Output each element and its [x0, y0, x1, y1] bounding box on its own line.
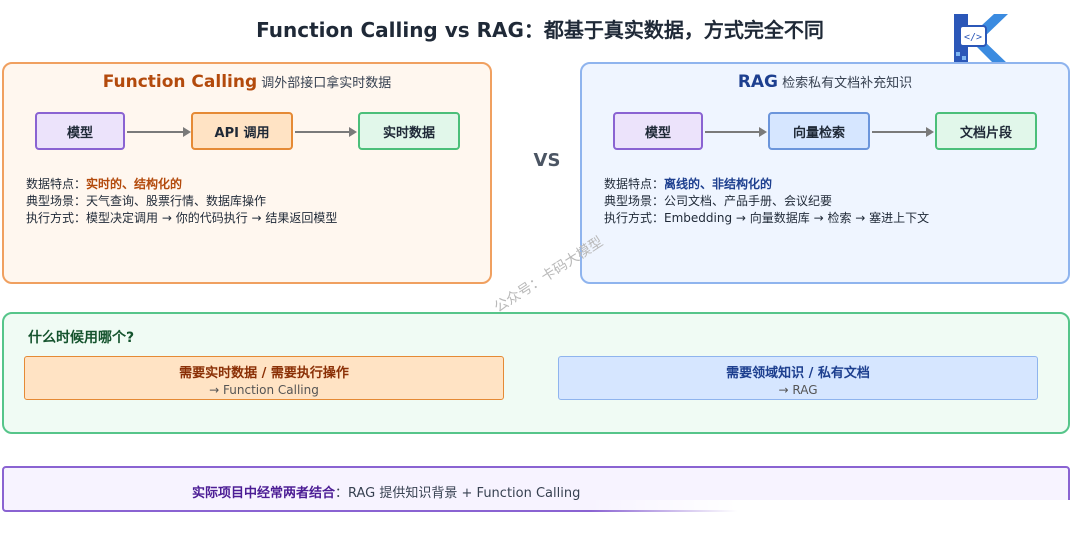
rag-header: RAG 检索私有文档补充知识	[582, 72, 1068, 92]
combination-main: 实际项目中经常两者结合	[192, 486, 336, 501]
rag-arrow-2	[872, 127, 934, 137]
fc-arrow-1	[127, 127, 191, 137]
fc-execution-value: 模型决定调用 → 你的代码执行 → 结果返回模型	[86, 211, 338, 225]
fc-scenarios-value: 天气查询、股票行情、数据库操作	[86, 194, 267, 208]
fc-node-model: 模型	[35, 112, 125, 150]
choice-function-calling: 需要实时数据 / 需要执行操作 → Function Calling	[24, 356, 504, 400]
rag-arrow-1	[705, 127, 767, 137]
fc-scenarios-label: 典型场景：	[26, 194, 87, 208]
combination-rest: ：RAG 提供知识背景 + Function Calling	[335, 486, 581, 501]
rag-scenarios-value: 公司文档、产品手册、会议纪要	[664, 194, 833, 208]
bottom-fade-overlay	[590, 500, 1080, 530]
function-calling-header: Function Calling 调外部接口拿实时数据	[4, 72, 490, 92]
rag-features-label: 数据特点：	[604, 177, 665, 191]
rag-features-value: 离线的、非结构化的	[664, 177, 773, 191]
fc-features-line: 数据特点：实时的、结构化的	[26, 176, 337, 193]
kama-logo-icon: </>	[954, 14, 1008, 64]
choice-fc-sub: → Function Calling	[209, 383, 319, 397]
fc-features-value: 实时的、结构化的	[86, 177, 183, 191]
rag-execution-label: 执行方式：	[604, 211, 665, 225]
fc-arrow-2	[295, 127, 357, 137]
choice-rag-sub: → RAG	[778, 383, 818, 397]
fc-node-realtime-data: 实时数据	[358, 112, 460, 150]
rag-node-vector-search: 向量检索	[768, 112, 870, 150]
rag-heading: RAG	[737, 72, 779, 92]
rag-panel: RAG 检索私有文档补充知识 模型 向量检索 文档片段 数据特点：离线的、非结构…	[580, 62, 1070, 284]
rag-info: 数据特点：离线的、非结构化的 典型场景：公司文档、产品手册、会议纪要 执行方式：…	[604, 176, 929, 227]
rag-features-line: 数据特点：离线的、非结构化的	[604, 176, 929, 193]
choice-rag: 需要领域知识 / 私有文档 → RAG	[558, 356, 1038, 400]
rag-node-model: 模型	[613, 112, 703, 150]
fc-execution-label: 执行方式：	[26, 211, 87, 225]
rag-subheading: 检索私有文档补充知识	[782, 76, 913, 91]
choice-rag-main: 需要领域知识 / 私有文档	[726, 366, 870, 381]
rag-scenarios-line: 典型场景：公司文档、产品手册、会议纪要	[604, 193, 929, 210]
page-title: Function Calling vs RAG：都基于真实数据，方式完全不同	[256, 18, 824, 42]
fc-info: 数据特点：实时的、结构化的 典型场景：天气查询、股票行情、数据库操作 执行方式：…	[26, 176, 337, 227]
function-calling-panel: Function Calling 调外部接口拿实时数据 模型 API 调用 实时…	[2, 62, 492, 284]
vs-label: VS	[533, 150, 561, 171]
fc-scenarios-line: 典型场景：天气查询、股票行情、数据库操作	[26, 193, 337, 210]
rag-scenarios-label: 典型场景：	[604, 194, 665, 208]
when-to-use-panel: 什么时候用哪个? 需要实时数据 / 需要执行操作 → Function Call…	[2, 312, 1070, 434]
svg-text:</>: </>	[964, 32, 982, 43]
choice-fc-main: 需要实时数据 / 需要执行操作	[179, 366, 349, 381]
when-to-use-title: 什么时候用哪个?	[28, 330, 135, 346]
fc-node-api-call: API 调用	[191, 112, 293, 150]
rag-node-doc-chunks: 文档片段	[935, 112, 1037, 150]
fc-features-label: 数据特点：	[26, 177, 87, 191]
rag-execution-value: Embedding → 向量数据库 → 检索 → 塞进上下文	[664, 211, 930, 225]
combination-text: 实际项目中经常两者结合：RAG 提供知识背景 + Function Callin…	[192, 482, 580, 501]
fc-execution-line: 执行方式：模型决定调用 → 你的代码执行 → 结果返回模型	[26, 210, 337, 227]
function-calling-heading: Function Calling	[102, 72, 258, 92]
rag-execution-line: 执行方式：Embedding → 向量数据库 → 检索 → 塞进上下文	[604, 210, 929, 227]
function-calling-subheading: 调外部接口拿实时数据	[261, 76, 392, 91]
